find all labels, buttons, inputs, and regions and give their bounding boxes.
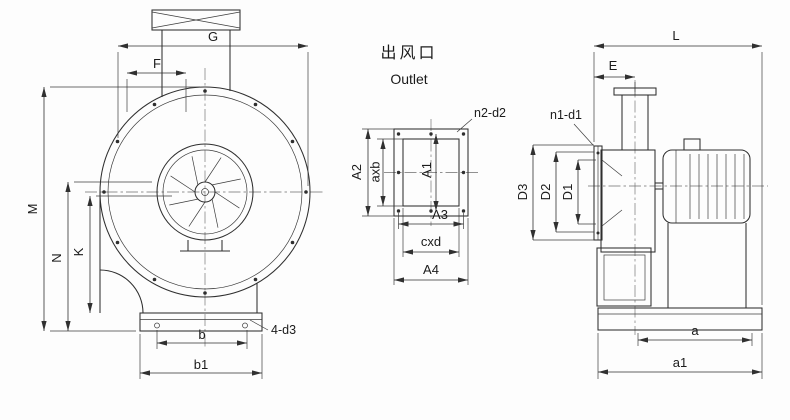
dim-label-b: b	[198, 327, 205, 342]
fan-base-foot	[139, 312, 263, 332]
outlet-title-zh: 出风口	[380, 44, 437, 62]
dim-label-a1: a1	[673, 355, 687, 370]
hub-bracket	[180, 240, 230, 252]
side-view-centerlines	[588, 80, 768, 335]
dim-label-L: L	[672, 28, 679, 43]
outlet-duct-sides	[161, 30, 231, 97]
inlet-bolt-top	[596, 151, 600, 155]
dim-label-G: G	[208, 29, 218, 44]
dim-label-A1: A1	[419, 162, 434, 178]
gusset-fillet	[99, 269, 144, 314]
fan-side-view: L E n1-d1 D1 D2 D3 a a1	[515, 28, 768, 379]
support-foot-outer	[596, 247, 652, 307]
top-outlet-flange-hatch	[151, 11, 241, 29]
inlet-bolt-bottom	[596, 231, 600, 235]
dim-label-F: F	[153, 56, 161, 71]
dim-label-A3: A3	[432, 207, 448, 222]
dim-label-M: M	[25, 204, 40, 215]
outlet-bolt-holes	[396, 132, 466, 213]
fan-front-view: G F M N K b b1 4-d3	[25, 9, 325, 379]
inlet-ring-inner	[162, 149, 248, 235]
inlet-ring-outer	[156, 143, 254, 241]
n1-d1-leader	[573, 123, 594, 146]
n2-d2-leader	[456, 118, 473, 133]
dim-label-n2-d2: n2-d2	[474, 106, 506, 120]
motor-shaft	[655, 182, 663, 190]
shaft-center	[201, 188, 209, 196]
dim-label-E: E	[609, 58, 618, 73]
dim-label-cxd: cxd	[421, 234, 441, 249]
front-view-centerlines	[85, 68, 325, 348]
top-outlet-flange	[151, 9, 241, 31]
dim-label-K: K	[71, 247, 86, 256]
foot-holes-leader	[249, 319, 269, 331]
dim-label-a: a	[691, 323, 699, 338]
casing-bolt-dots	[102, 89, 308, 295]
side-view-dimensions: L E n1-d1 D1 D2 D3 a a1	[515, 28, 763, 379]
outlet-flange-inner	[402, 138, 460, 207]
outlet-detail-view: 出风口 Outlet n2-d2 A2 axb A1	[349, 44, 506, 285]
dim-label-A2: A2	[349, 164, 364, 180]
outlet-flange-outer	[393, 128, 469, 217]
dim-label-n1-d1: n1-d1	[550, 108, 582, 122]
dim-label-D1: D1	[560, 184, 575, 201]
dim-label-axb: axb	[368, 162, 383, 183]
volute-lower-body	[99, 192, 258, 314]
foot-hole-right	[242, 322, 248, 329]
motor-body	[662, 149, 751, 224]
motor-terminal-box	[683, 138, 701, 151]
support-foot-inner	[603, 254, 646, 301]
dim-label-N: N	[49, 253, 64, 262]
motor-fins	[675, 150, 745, 223]
inlet-cone-lines	[601, 159, 623, 227]
impeller-blades	[169, 156, 241, 228]
front-view-dimensions: G F M N K b b1 4-d3	[25, 29, 309, 379]
dim-label-A4: A4	[423, 262, 439, 277]
dim-label-D3: D3	[515, 184, 530, 201]
scroll-housing-side	[600, 149, 656, 253]
dim-label-b1: b1	[194, 357, 208, 372]
outlet-title-en: Outlet	[390, 71, 427, 87]
dim-label-4-d3: 4-d3	[271, 323, 296, 337]
dim-label-D2: D2	[538, 184, 553, 201]
casing-inner-rim	[107, 94, 303, 290]
side-base-plate	[597, 307, 763, 331]
motor-pedestal	[667, 223, 747, 308]
side-outlet-duct	[621, 95, 649, 150]
outlet-dimensions: n2-d2 A2 axb A1 A3 cxd A4	[349, 106, 506, 285]
foot-hole-left	[154, 322, 160, 329]
